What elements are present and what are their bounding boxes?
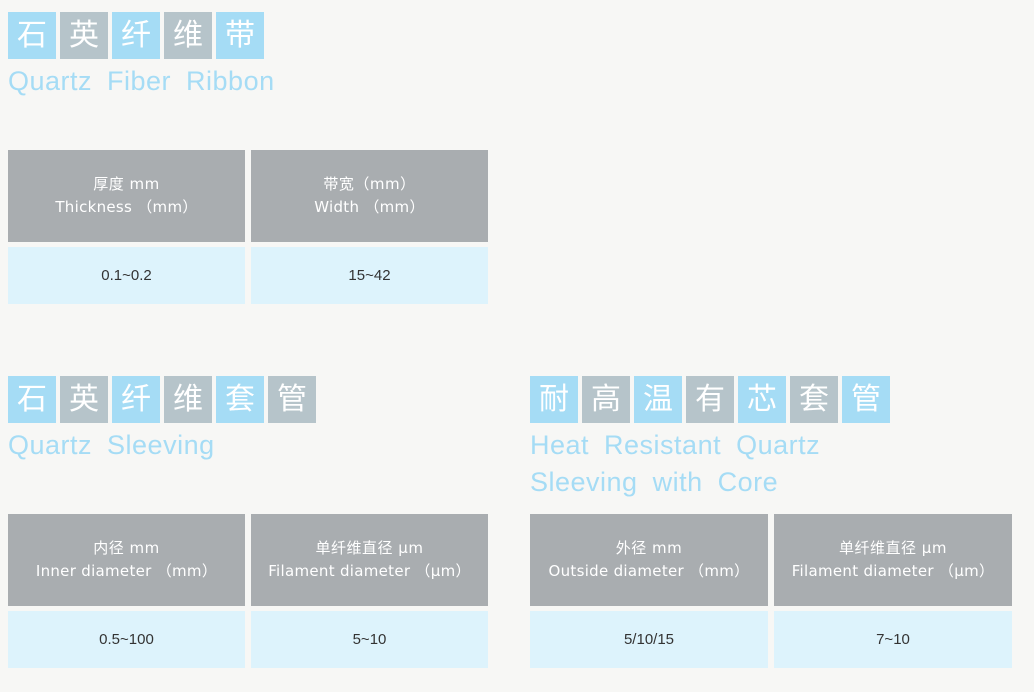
cn-title-tile: 管 [842, 376, 890, 423]
spec-column: 外径 mm Outside diameter （mm） 5/10/15 [530, 514, 768, 668]
chinese-title-tiles: 石 英 纤 维 套 管 [8, 376, 488, 423]
cn-title-tile: 芯 [738, 376, 786, 423]
spec-header-cell: 单纤维直径 μm Filament diameter （μm） [774, 514, 1012, 606]
header-english: Outside diameter （mm） [548, 562, 750, 580]
section-heat-resistant-quartz-sleeving-with-core: 耐 高 温 有 芯 套 管 Heat Resistant Quartz Slee… [530, 376, 1012, 668]
spec-header-cell: 带宽（mm） Width （mm） [251, 150, 488, 242]
spec-column: 内径 mm Inner diameter （mm） 0.5~100 [8, 514, 245, 668]
cn-title-tile: 英 [60, 376, 108, 423]
header-english: Filament diameter （μm） [268, 562, 471, 580]
english-title: Quartz Fiber Ribbon [8, 66, 275, 96]
spec-table: 内径 mm Inner diameter （mm） 0.5~100 单纤维直径 … [8, 514, 488, 668]
header-chinese: 单纤维直径 μm [315, 539, 424, 557]
cn-title-tile: 纤 [112, 12, 160, 59]
spec-column: 单纤维直径 μm Filament diameter （μm） 7~10 [774, 514, 1012, 668]
header-english: Filament diameter （μm） [791, 562, 995, 580]
chinese-title-tiles: 耐 高 温 有 芯 套 管 [530, 376, 1012, 423]
spec-header-cell: 外径 mm Outside diameter （mm） [530, 514, 768, 606]
spec-column: 厚度 mm Thickness （mm） 0.1~0.2 [8, 150, 245, 304]
cn-title-tile: 带 [216, 12, 264, 59]
section-quartz-fiber-ribbon: 石 英 纤 维 带 Quartz Fiber Ribbon 厚度 mm Thic… [8, 12, 488, 304]
cn-title-tile: 温 [634, 376, 682, 423]
spec-value-cell: 0.1~0.2 [8, 247, 245, 304]
header-chinese: 厚度 mm [93, 175, 160, 193]
cn-title-tile: 石 [8, 12, 56, 59]
english-title: Quartz Sleeving [8, 430, 215, 460]
english-title: Heat Resistant Quartz Sleeving with Core [530, 430, 821, 497]
cn-title-tile: 维 [164, 12, 212, 59]
header-chinese: 外径 mm [615, 539, 683, 557]
spec-value-cell: 15~42 [251, 247, 488, 304]
title-block: 石 英 纤 维 带 Quartz Fiber Ribbon [8, 12, 488, 100]
spec-header-cell: 内径 mm Inner diameter （mm） [8, 514, 245, 606]
cn-title-tile: 套 [216, 376, 264, 423]
spec-table: 厚度 mm Thickness （mm） 0.1~0.2 带宽（mm） Widt… [8, 150, 488, 304]
spec-value-cell: 5~10 [251, 611, 488, 668]
title-block: 石 英 纤 维 套 管 Quartz Sleeving [8, 376, 488, 464]
cn-title-tile: 维 [164, 376, 212, 423]
cn-title-tile: 耐 [530, 376, 578, 423]
spec-column: 单纤维直径 μm Filament diameter （μm） 5~10 [251, 514, 488, 668]
header-english: Inner diameter （mm） [35, 562, 218, 580]
header-english: Thickness （mm） [55, 198, 198, 216]
cn-title-tile: 高 [582, 376, 630, 423]
spec-value-cell: 7~10 [774, 611, 1012, 668]
cn-title-tile: 纤 [112, 376, 160, 423]
spec-header-cell: 厚度 mm Thickness （mm） [8, 150, 245, 242]
spec-column: 带宽（mm） Width （mm） 15~42 [251, 150, 488, 304]
title-block: 耐 高 温 有 芯 套 管 Heat Resistant Quartz Slee… [530, 376, 1012, 501]
spec-table: 外径 mm Outside diameter （mm） 5/10/15 单纤维直… [530, 514, 1012, 668]
spec-header-cell: 单纤维直径 μm Filament diameter （μm） [251, 514, 488, 606]
chinese-title-tiles: 石 英 纤 维 带 [8, 12, 488, 59]
cn-title-tile: 管 [268, 376, 316, 423]
spec-value-cell: 0.5~100 [8, 611, 245, 668]
header-chinese: 带宽（mm） [323, 175, 416, 193]
header-english: Width （mm） [314, 198, 425, 216]
section-quartz-sleeving: 石 英 纤 维 套 管 Quartz Sleeving 内径 mm Inner … [8, 376, 488, 668]
header-chinese: 单纤维直径 μm [839, 539, 947, 557]
spec-value-cell: 5/10/15 [530, 611, 768, 668]
cn-title-tile: 英 [60, 12, 108, 59]
cn-title-tile: 套 [790, 376, 838, 423]
cn-title-tile: 石 [8, 376, 56, 423]
header-chinese: 内径 mm [93, 539, 160, 557]
cn-title-tile: 有 [686, 376, 734, 423]
